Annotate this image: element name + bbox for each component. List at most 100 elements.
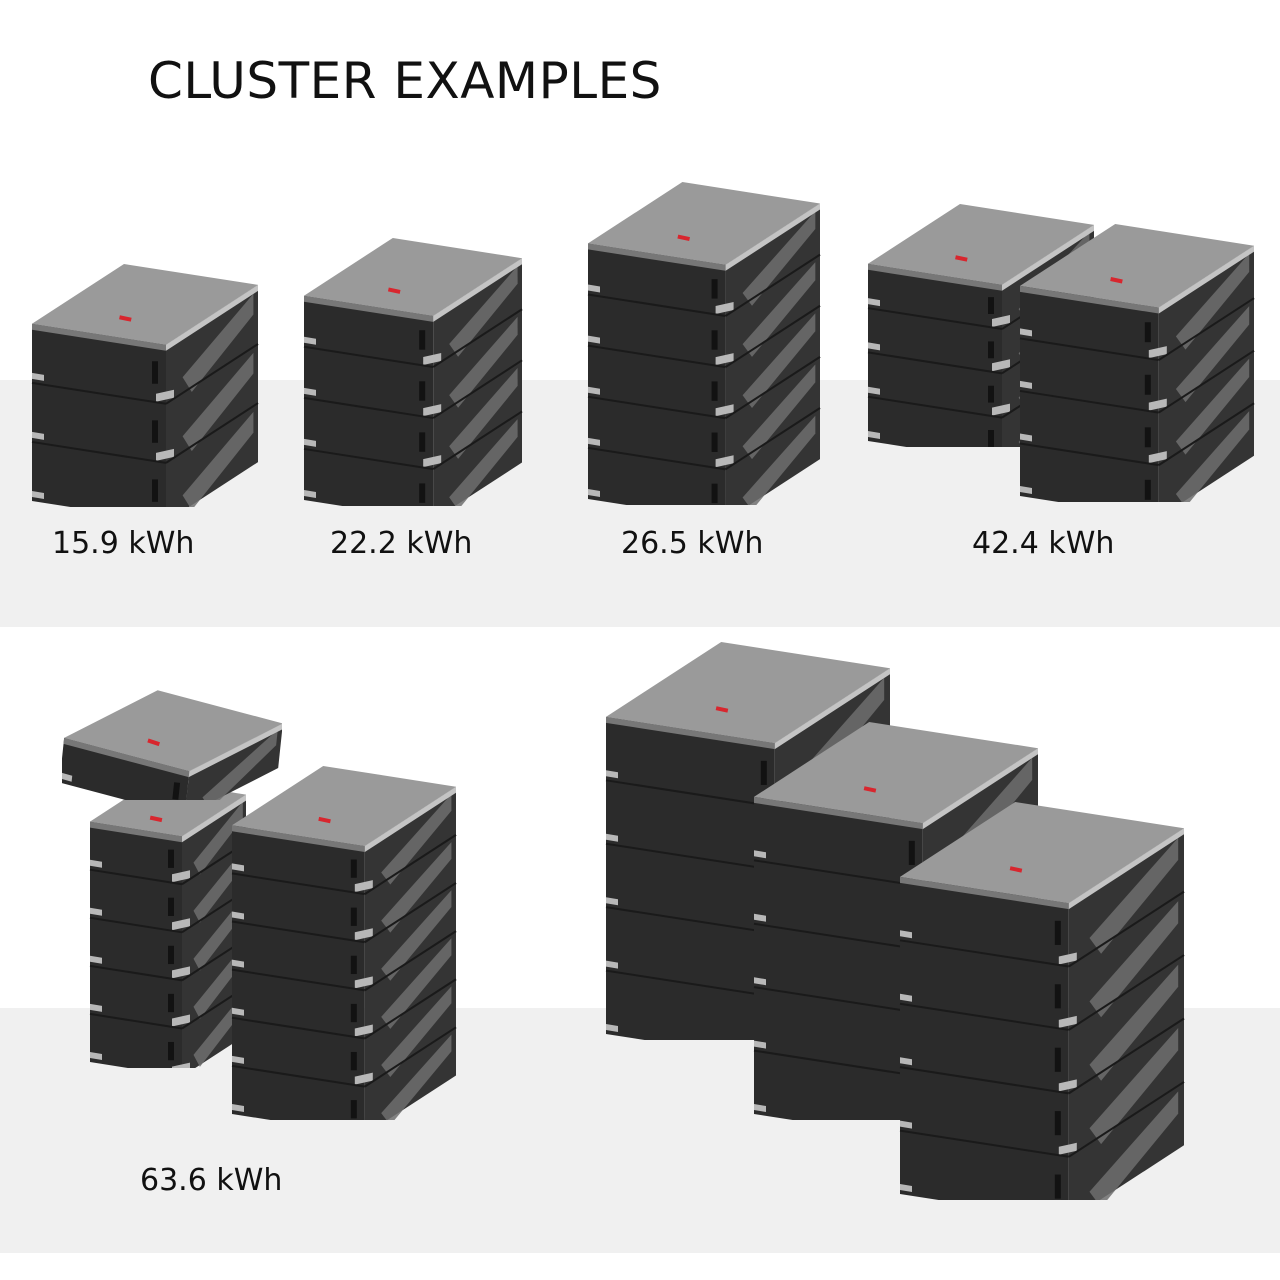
module-corner-trim <box>172 918 190 931</box>
module-corner-trim <box>232 863 244 872</box>
module-seam <box>432 359 523 419</box>
module-seam <box>303 447 434 471</box>
module-lid-bevel <box>1002 224 1094 291</box>
module-vent-grille <box>1089 1091 1179 1200</box>
module-seam <box>725 253 821 317</box>
module-vent-grille <box>1175 411 1250 502</box>
module-corner-trim <box>232 1007 244 1016</box>
module-corner-trim <box>354 928 373 941</box>
module-seam <box>364 834 457 895</box>
module-corner-trim <box>423 404 442 417</box>
module-corner-trim <box>90 907 102 916</box>
module-handle-slot <box>419 381 426 401</box>
module-handle-slot <box>168 993 174 1013</box>
module-seam <box>899 1002 1069 1031</box>
module-top-lid <box>606 642 890 744</box>
stack-group <box>1019 224 1255 502</box>
module-corner-trim <box>606 770 618 779</box>
module-handle-slot <box>908 840 915 865</box>
brand-logo <box>863 786 877 793</box>
module-left-face <box>606 716 775 1040</box>
module-vent-grille <box>193 946 243 1019</box>
module-lid-bevel <box>364 786 456 852</box>
module-handle-slot <box>711 279 718 299</box>
module-handle-slot <box>152 479 158 502</box>
module-vent-grille <box>193 849 243 923</box>
module-vent-grille <box>381 1034 452 1120</box>
module-handle-slot <box>1144 479 1151 500</box>
module-corner-trim <box>62 772 73 782</box>
brand-logo <box>147 738 160 747</box>
module-seam <box>725 304 821 368</box>
module-seam <box>1068 1081 1185 1158</box>
module-handle-slot <box>350 1003 357 1023</box>
module-vent-grille <box>1175 253 1250 350</box>
module-corner-trim <box>232 1055 244 1064</box>
module-corner-trim <box>172 870 190 883</box>
module-seam <box>89 916 183 934</box>
module-seam <box>605 842 775 871</box>
module-top-lid <box>32 264 258 345</box>
module-vent-grille <box>449 316 518 408</box>
module-vent-grille <box>193 994 243 1067</box>
module-handle-slot <box>711 330 718 350</box>
brand-logo <box>1009 866 1023 873</box>
module-lid-bevel <box>32 323 166 351</box>
module-corner-trim <box>172 966 190 979</box>
module-corner-trim <box>868 431 880 439</box>
module-left-face <box>588 243 726 505</box>
module-corner-trim <box>754 913 766 922</box>
module-seam <box>1068 890 1185 968</box>
module-handle-slot <box>350 907 357 926</box>
battery-stack-3-modules <box>31 264 259 507</box>
module-seam <box>1068 1017 1185 1095</box>
module-lid-bevel <box>304 295 434 322</box>
module-vent-grille <box>202 729 278 800</box>
module-corner-trim <box>588 284 600 293</box>
module-vent-grille <box>381 986 452 1077</box>
module-vent-grille <box>742 262 816 357</box>
module-corner-trim <box>606 897 618 906</box>
module-corner-trim <box>900 1184 912 1192</box>
module-top-lid <box>588 182 820 265</box>
module-corner-trim <box>172 1014 190 1027</box>
module-handle-slot <box>1054 1174 1061 1199</box>
module-seam <box>89 1012 183 1030</box>
module-seam <box>1019 389 1159 414</box>
module-lid-bevel <box>588 243 726 271</box>
module-corner-trim <box>900 930 912 939</box>
module-handle-slot <box>350 859 357 878</box>
module-seam <box>587 446 726 471</box>
module-seam <box>303 345 434 368</box>
module-seam <box>899 939 1069 968</box>
module-corner-trim <box>606 1024 618 1032</box>
module-corner-trim <box>606 833 618 842</box>
module-seam <box>587 293 726 317</box>
module-corner-trim <box>304 336 316 345</box>
module-corner-trim <box>868 386 880 395</box>
module-lid-bevel <box>606 716 775 750</box>
module-handle-slot <box>152 420 158 443</box>
module-seam <box>753 922 923 951</box>
brand-logo <box>119 315 132 322</box>
module-corner-trim <box>90 1052 102 1060</box>
module-vent-grille <box>193 897 243 971</box>
module-corner-trim <box>900 1057 912 1066</box>
module-corner-trim <box>32 372 44 381</box>
module-seam <box>165 343 259 405</box>
module-vent-grille <box>1089 837 1179 954</box>
brand-logo <box>318 816 331 824</box>
module-corner-trim <box>354 880 373 893</box>
module-vent-grille <box>449 265 518 357</box>
module-handle-slot <box>168 897 174 916</box>
module-seam <box>867 307 1003 331</box>
module-handle-slot <box>988 341 994 359</box>
module-seam <box>1019 337 1159 362</box>
module-handle-slot <box>350 955 357 975</box>
brand-logo <box>715 706 729 713</box>
module-seam <box>364 930 457 992</box>
module-corner-trim <box>588 386 600 395</box>
module-handle-slot <box>1054 1111 1061 1136</box>
module-handle-slot <box>988 430 994 447</box>
module-lid-bevel <box>182 794 246 843</box>
